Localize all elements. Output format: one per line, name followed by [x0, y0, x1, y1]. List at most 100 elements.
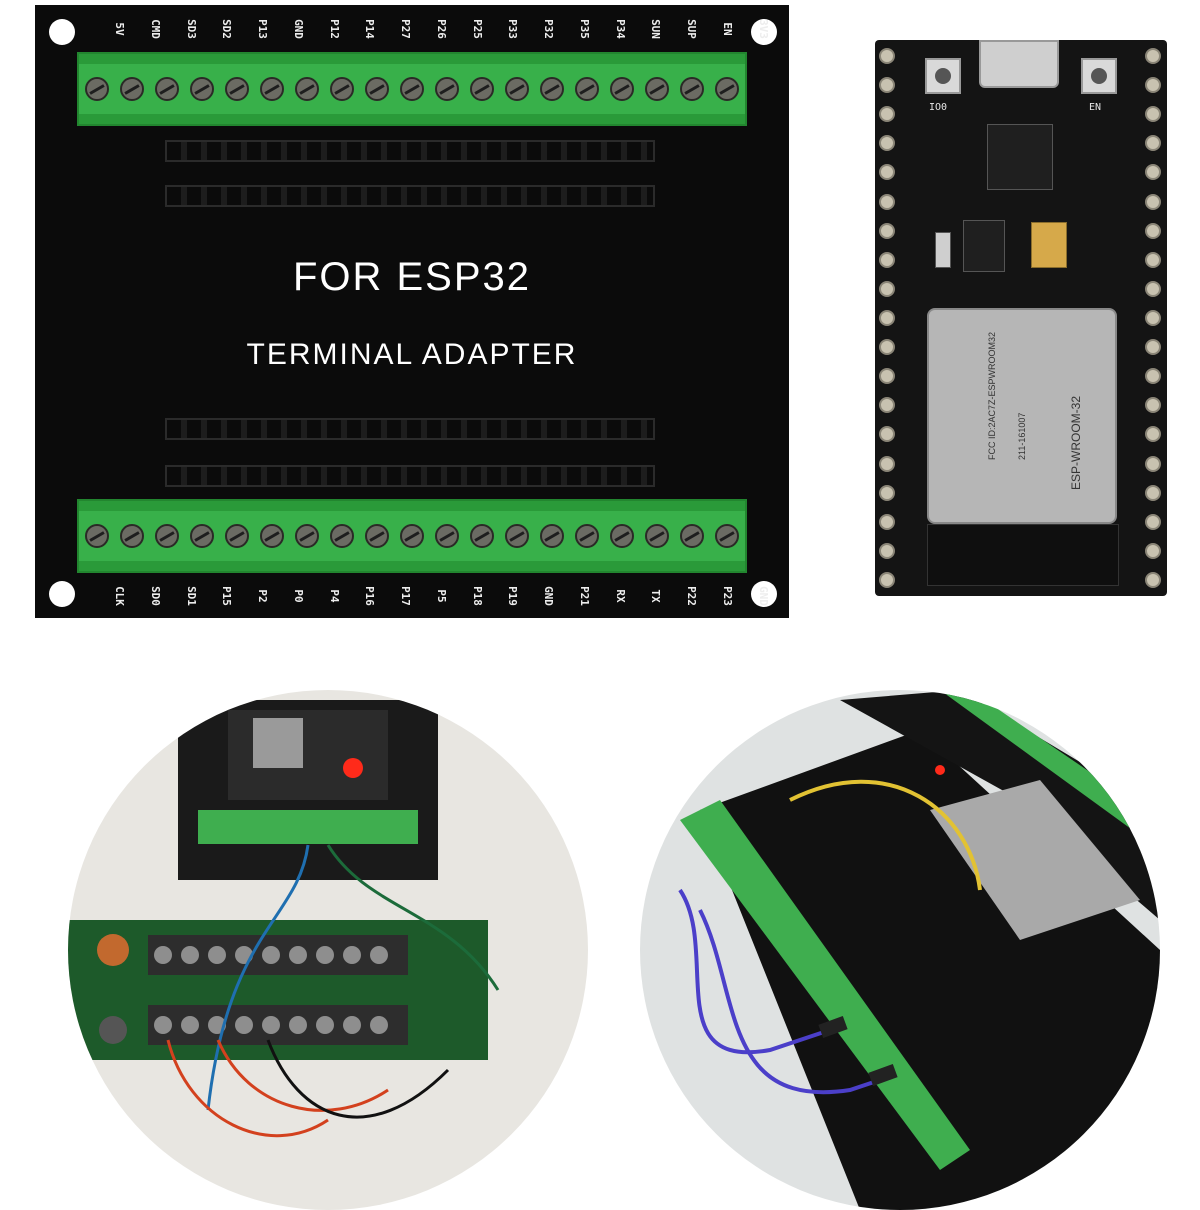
header-pin — [1145, 513, 1161, 530]
mounting-hole — [751, 19, 777, 45]
terminal-screw — [189, 524, 214, 548]
pin-label: P16 — [363, 586, 377, 606]
pin-header-socket — [165, 185, 655, 207]
pin-label: P23 — [721, 586, 735, 606]
terminal-screw — [610, 77, 635, 101]
header-pin — [1145, 106, 1161, 123]
module-cert-text: 211-161007 — [1017, 412, 1027, 460]
module-fcc-text: FCC ID:2AC7Z-ESPWROOM32 — [987, 331, 997, 460]
pin-label: 5V — [113, 22, 126, 36]
header-pin — [879, 164, 895, 181]
header-pin — [1145, 193, 1161, 210]
pin-label: P18 — [470, 586, 484, 606]
terminal-screw — [680, 77, 705, 101]
pin-label: P25 — [470, 19, 484, 39]
micro-usb-port — [979, 40, 1059, 88]
header-pin — [879, 571, 895, 588]
header-pin — [879, 339, 895, 356]
pin-label: SD2 — [220, 19, 234, 39]
header-pin — [879, 455, 895, 472]
pin-label: SD1 — [184, 586, 198, 606]
tantalum-capacitor — [1031, 222, 1067, 268]
header-pin — [1145, 280, 1161, 297]
wired-setup-illustration — [68, 700, 500, 1138]
header-pin — [1145, 368, 1161, 385]
mounting-hole — [49, 581, 75, 607]
pin-label: P26 — [434, 19, 448, 39]
pin-label: GND — [542, 586, 556, 606]
board-title: FOR ESP32 — [292, 255, 532, 299]
terminal-screw — [645, 524, 670, 548]
esp32-devkit-board: IO0 EN FCC ID:2AC7Z-ESPWROOM32 211-16100… — [875, 40, 1167, 596]
diode — [935, 232, 951, 268]
pin-label: P21 — [577, 586, 591, 606]
pin-label: P0 — [291, 589, 305, 603]
header-pin — [879, 542, 895, 559]
terminal-screw — [610, 524, 635, 548]
enable-button — [1081, 58, 1117, 94]
terminal-screw — [329, 77, 354, 101]
header-pin — [1145, 484, 1161, 501]
header-pin — [879, 280, 895, 297]
closeup-adapter-illustration — [678, 690, 1160, 1210]
pin-label: P4 — [327, 589, 341, 603]
pin-label: CMD — [148, 19, 162, 39]
bottom-screw-terminal — [77, 499, 747, 573]
pin-label: P13 — [256, 19, 270, 39]
header-pin — [1145, 571, 1161, 588]
pin-label: EN — [721, 22, 735, 36]
terminal-screw — [259, 524, 284, 548]
pin-header-socket — [165, 465, 655, 487]
terminal-screw — [540, 77, 565, 101]
header-pin — [879, 106, 895, 123]
terminal-screw — [329, 524, 354, 548]
pin-label: GND — [291, 19, 305, 39]
header-pin — [879, 251, 895, 268]
pin-label: P2 — [256, 589, 270, 603]
wroom-module-shield: FCC ID:2AC7Z-ESPWROOM32 211-161007 ESP-W… — [927, 308, 1117, 524]
boot-label: IO0 — [929, 102, 948, 113]
terminal-screw — [470, 77, 495, 101]
header-pin — [879, 426, 895, 443]
board-subtitle: TERMINAL ADAPTER — [246, 338, 578, 371]
usb-uart-chip — [987, 124, 1053, 190]
module-name-text: ESP-WROOM-32 — [1069, 395, 1083, 490]
regulator-chip — [963, 220, 1005, 272]
terminal-screw — [294, 524, 319, 548]
pin-label: P32 — [542, 19, 556, 39]
header-pin — [879, 222, 895, 239]
pin-label: P27 — [399, 19, 413, 39]
pin-header-socket — [165, 418, 655, 440]
pin-label: P14 — [363, 19, 377, 39]
header-pin — [1145, 135, 1161, 152]
pin-label: TX — [649, 589, 663, 603]
terminal-screw — [470, 524, 495, 548]
header-pin — [879, 48, 895, 64]
pin-label: P5 — [434, 589, 448, 603]
terminal-screw — [364, 524, 389, 548]
pin-label: SUN — [649, 19, 663, 39]
header-pin — [1145, 309, 1161, 326]
pin-label: P19 — [506, 586, 520, 606]
header-pin — [879, 484, 895, 501]
pcb-antenna — [927, 524, 1119, 586]
header-pin — [879, 193, 895, 210]
mounting-hole — [751, 581, 777, 607]
terminal-screw — [119, 77, 144, 101]
top-screws — [79, 77, 745, 101]
terminal-screw — [84, 77, 109, 101]
terminal-screw — [645, 77, 670, 101]
header-pin — [879, 368, 895, 385]
left-pin-row — [879, 48, 897, 588]
terminal-screw — [434, 524, 459, 548]
terminal-screw — [154, 524, 179, 548]
pin-label: P35 — [577, 19, 591, 39]
header-pin — [1145, 77, 1161, 94]
terminal-screw — [575, 524, 600, 548]
right-pin-row — [1145, 48, 1163, 588]
terminal-screw — [294, 77, 319, 101]
terminal-screw — [189, 77, 214, 101]
